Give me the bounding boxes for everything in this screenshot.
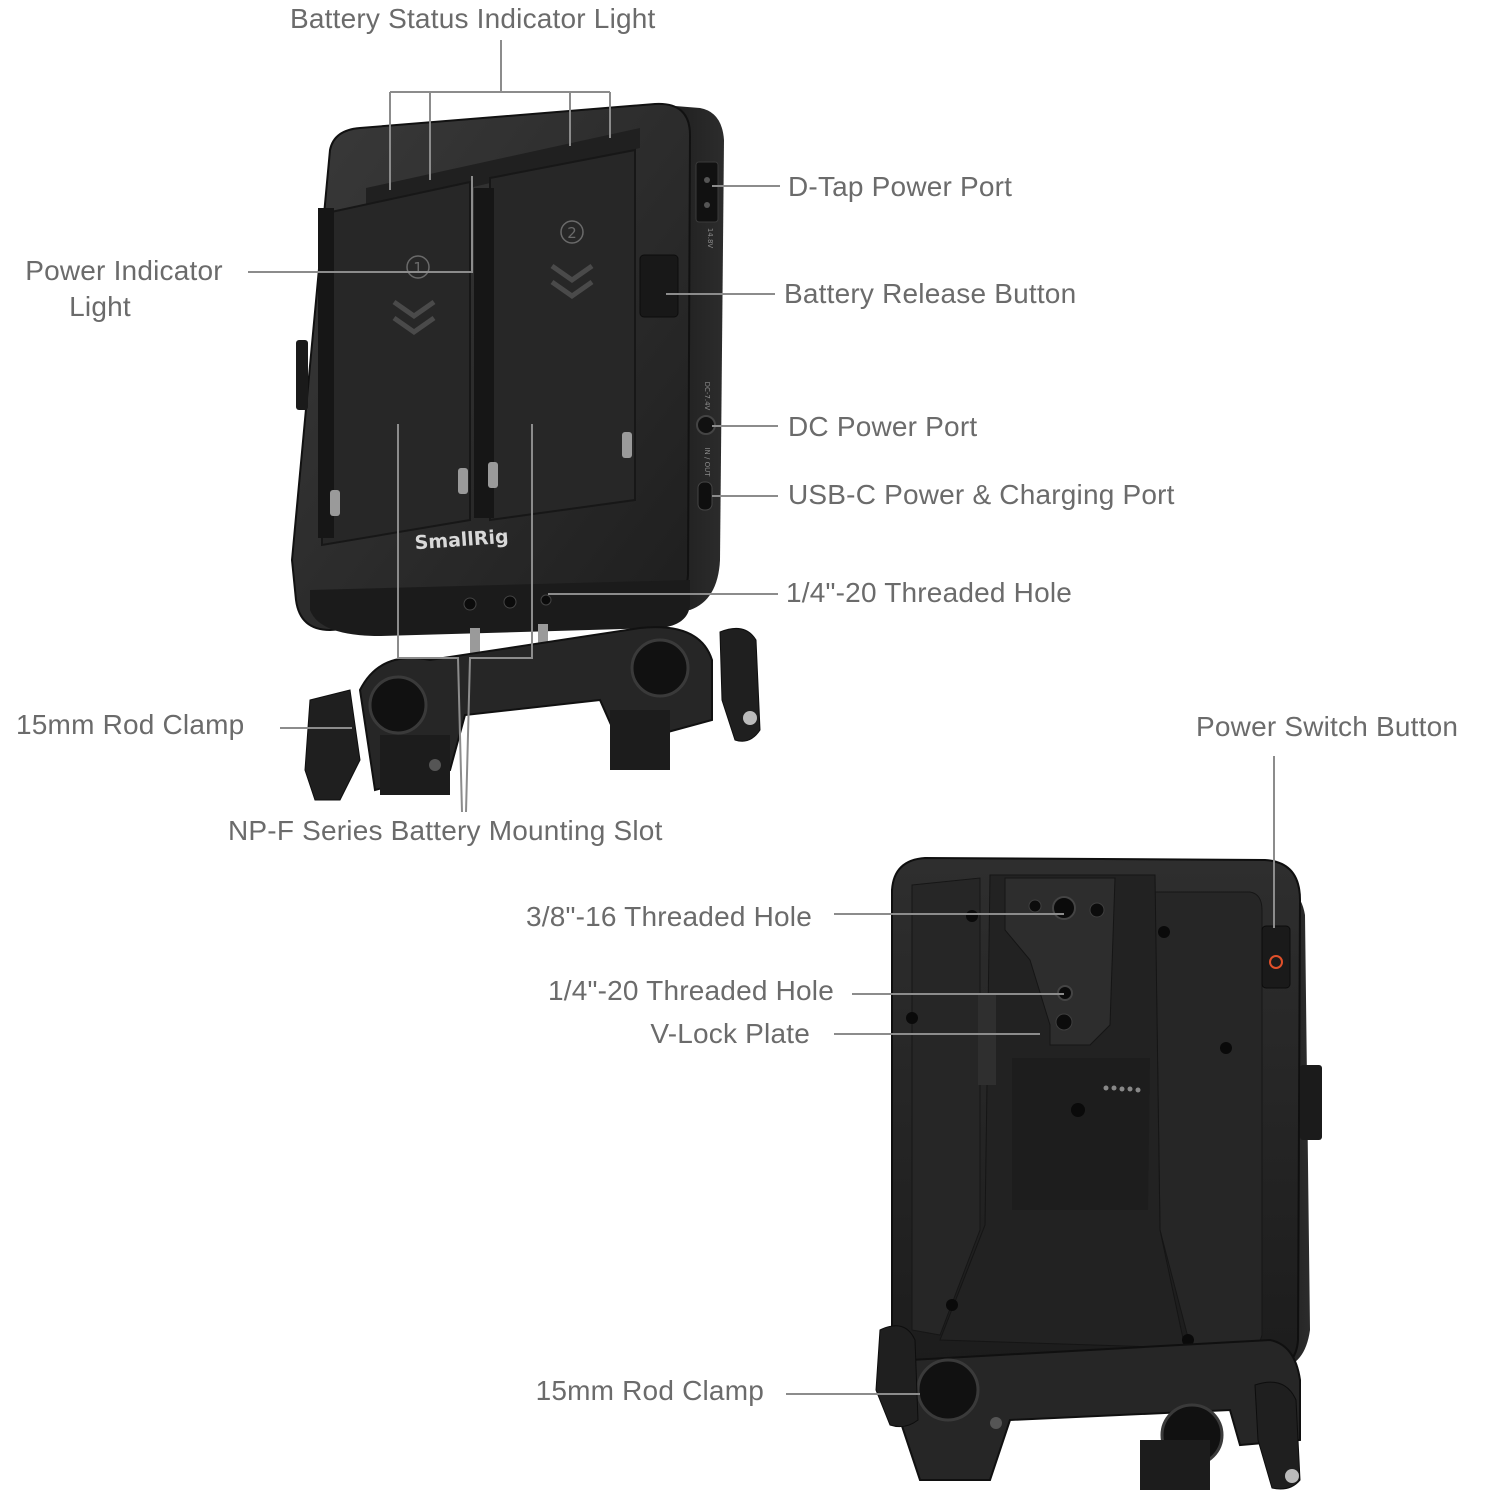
label-dc-power-port: DC Power Port <box>788 411 978 442</box>
v-lock-plate <box>1004 877 1116 1046</box>
label-front-threaded-hole: 1/4"-20 Threaded Hole <box>786 577 1073 608</box>
back-device <box>891 856 1322 1372</box>
dtap-voltage-mark: 14.8V <box>706 228 714 249</box>
front-rod-clamp <box>304 624 761 801</box>
dc-voltage-mark: DC-7.4V <box>703 382 711 411</box>
label-power-switch-button: Power Switch Button <box>1196 711 1459 742</box>
slot-1-number: 1 <box>413 259 423 277</box>
front-device: 1 2 SmallRig 14.8V DC-7.4V IN / OUT <box>290 102 724 636</box>
d-tap-port <box>695 161 719 223</box>
front-threaded-hole <box>540 594 552 606</box>
label-threaded-hole-14-20: 1/4"-20 Threaded Hole <box>547 975 834 1006</box>
label-d-tap-power-port: D-Tap Power Port <box>788 171 1013 202</box>
label-v-lock-plate: V-Lock Plate <box>650 1018 810 1049</box>
label-threaded-hole-38-16: 3/8"-16 Threaded Hole <box>525 901 812 932</box>
label-power-indicator-line1: Power Indicator <box>25 255 223 286</box>
label-battery-status-indicator: Battery Status Indicator Light <box>290 3 656 34</box>
back-rod-clamp <box>875 1325 1301 1490</box>
label-np-f-battery-slot: NP-F Series Battery Mounting Slot <box>228 815 663 846</box>
back-threaded-hole-38 <box>1052 896 1076 920</box>
label-battery-release-button: Battery Release Button <box>784 278 1077 309</box>
usb-c-port <box>697 481 713 511</box>
leader-lines <box>248 40 1275 1395</box>
label-usb-c-port: USB-C Power & Charging Port <box>788 479 1175 510</box>
usb-io-mark: IN / OUT <box>703 447 711 477</box>
label-front-rod-clamp: 15mm Rod Clamp <box>16 709 245 740</box>
label-power-indicator-line2: Light <box>69 291 131 322</box>
slot-2-number: 2 <box>567 224 577 242</box>
label-back-rod-clamp: 15mm Rod Clamp <box>535 1375 764 1406</box>
power-icon <box>1269 955 1283 969</box>
